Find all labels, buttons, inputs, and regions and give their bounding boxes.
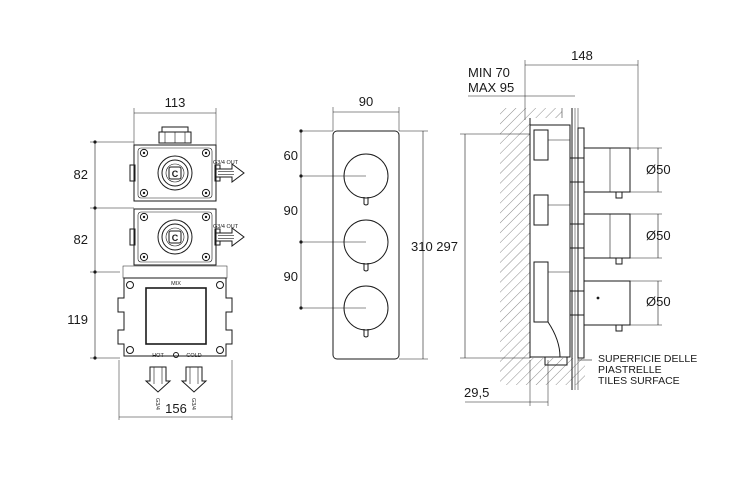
dim-plate-height: 310	[411, 239, 433, 254]
tile-label-line-3: TILES SURFACE	[598, 375, 680, 387]
outlet-label-lower: G3/4 OUT	[213, 224, 239, 230]
dim-width-top: 113	[165, 95, 186, 110]
knob-diameter-3: Ø50	[646, 294, 671, 309]
valve-body-lower	[129, 208, 221, 266]
knob-side-1	[569, 147, 631, 199]
dim-width-bottom: 156	[165, 401, 187, 416]
mix-label: MIX	[171, 281, 181, 287]
dim-offset-1: 60	[284, 148, 298, 163]
outlet-label-upper: G3/4 OUT	[213, 160, 239, 166]
dim-side-height: 297	[436, 239, 458, 254]
side-view: 148 MIN 70 MAX 95	[436, 48, 697, 406]
top-connector	[161, 126, 189, 133]
cover-plate	[332, 130, 400, 360]
valve-body-upper	[129, 144, 221, 202]
max-depth-label: MAX 95	[468, 80, 514, 95]
handle-1	[343, 153, 389, 206]
cover-plate-side	[577, 127, 585, 359]
wall-hatch	[500, 108, 585, 385]
tile-label-line-2: PIASTRELLE	[598, 364, 662, 376]
dim-height-1: 82	[74, 167, 88, 182]
dim-height-3: 119	[67, 312, 88, 327]
dim-offset-2: 90	[284, 203, 298, 218]
cold-label: COLD	[186, 353, 201, 359]
dim-height-2: 82	[74, 232, 88, 247]
inlet-arrow-cold-icon	[180, 366, 208, 393]
inlet-label-cold: G3/4	[190, 398, 196, 410]
dim-offset-3: 90	[284, 269, 298, 284]
tile-label-line-1: SUPERFICIE DELLE	[598, 353, 697, 365]
front-view: 113 G3/4 OUT G3/4 OUT 82 82 119 MIX	[67, 95, 245, 420]
mixer-body	[145, 287, 207, 345]
hot-label: HOT	[152, 353, 164, 359]
inlet-label-hot: G3/4	[154, 398, 160, 410]
outlet-arrow-lower-icon	[215, 227, 245, 247]
knob-diameter-1: Ø50	[646, 162, 671, 177]
dim-depth: 148	[571, 48, 593, 63]
min-depth-label: MIN 70	[468, 65, 510, 80]
knob-side-3	[569, 280, 631, 332]
knob-diameter-2: Ø50	[646, 228, 671, 243]
plate-view: 90 60 90 90 310	[284, 94, 433, 360]
dim-bottom-offset: 29,5	[464, 385, 489, 400]
knob-side-2	[569, 213, 631, 265]
inlet-arrow-hot-icon	[144, 366, 172, 393]
outlet-arrow-upper-icon	[215, 163, 245, 183]
handle-2	[343, 219, 389, 272]
handle-3	[343, 285, 389, 338]
dim-plate-width: 90	[359, 94, 373, 109]
valve-housing-section	[529, 124, 571, 358]
